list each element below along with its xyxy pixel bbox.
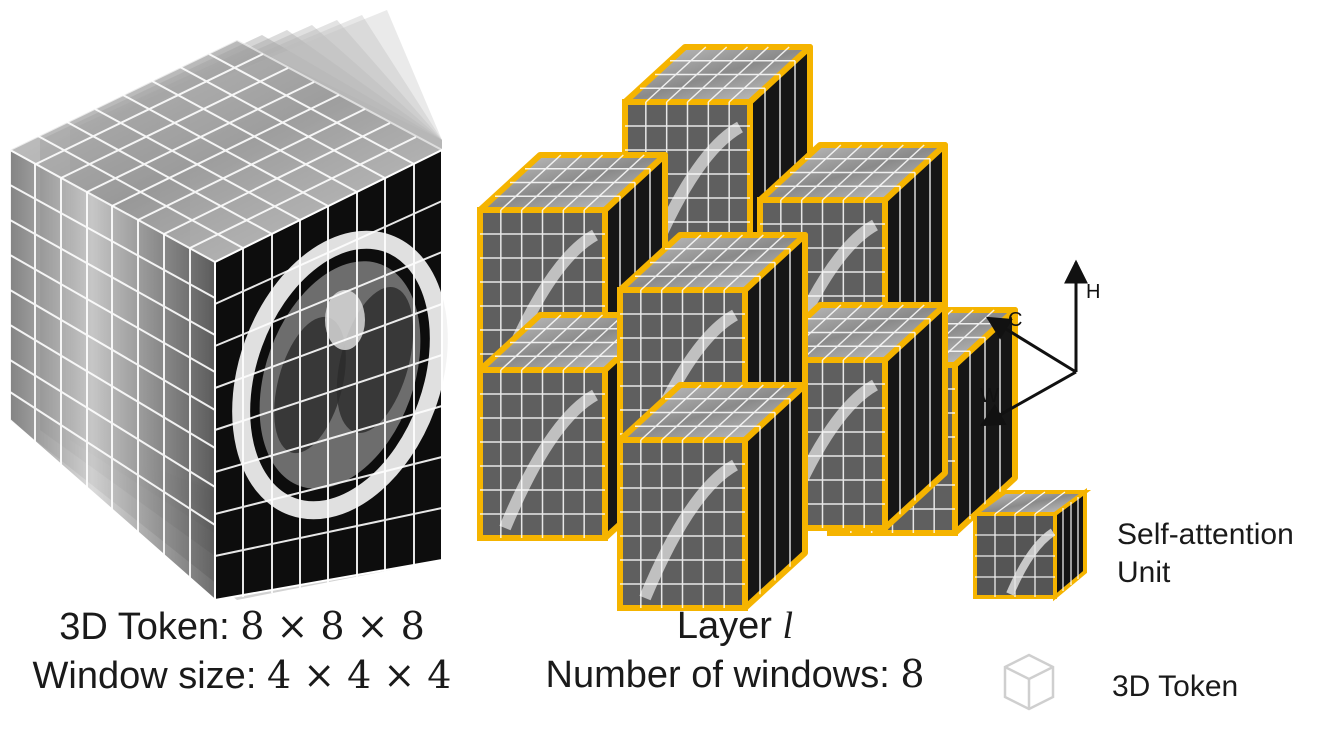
window-cube <box>617 382 808 611</box>
legend-unit-label: Self-attention Unit <box>1117 518 1294 589</box>
window-size-line: Window size: 4 × 4 × 4 <box>32 653 452 697</box>
legend <box>968 488 1092 711</box>
w-axis-label: W <box>980 385 999 407</box>
c-axis-label: C <box>1008 309 1022 331</box>
self-attention-cube-icon <box>968 488 1092 602</box>
window-cluster <box>477 44 1018 611</box>
token-cube-outline-icon <box>1003 653 1055 711</box>
left-caption: 3D Token: 8 × 8 × 8 Window size: 4 × 4 ×… <box>12 602 472 700</box>
middle-caption: Layer l Number of windows: 8 <box>505 602 965 699</box>
h-axis-label: H <box>1086 281 1100 303</box>
window-count-line: Number of windows: 8 <box>545 652 925 696</box>
legend-token-label: 3D Token <box>1112 670 1239 703</box>
c-axis-arrow <box>985 316 1077 374</box>
token-volume <box>7 10 448 603</box>
axes-indicator: H C W <box>979 259 1100 427</box>
token-count-line: 3D Token: 8 × 8 × 8 <box>59 604 425 648</box>
w-axis-arrow <box>979 370 1077 427</box>
layer-line: Layer l <box>676 605 794 647</box>
